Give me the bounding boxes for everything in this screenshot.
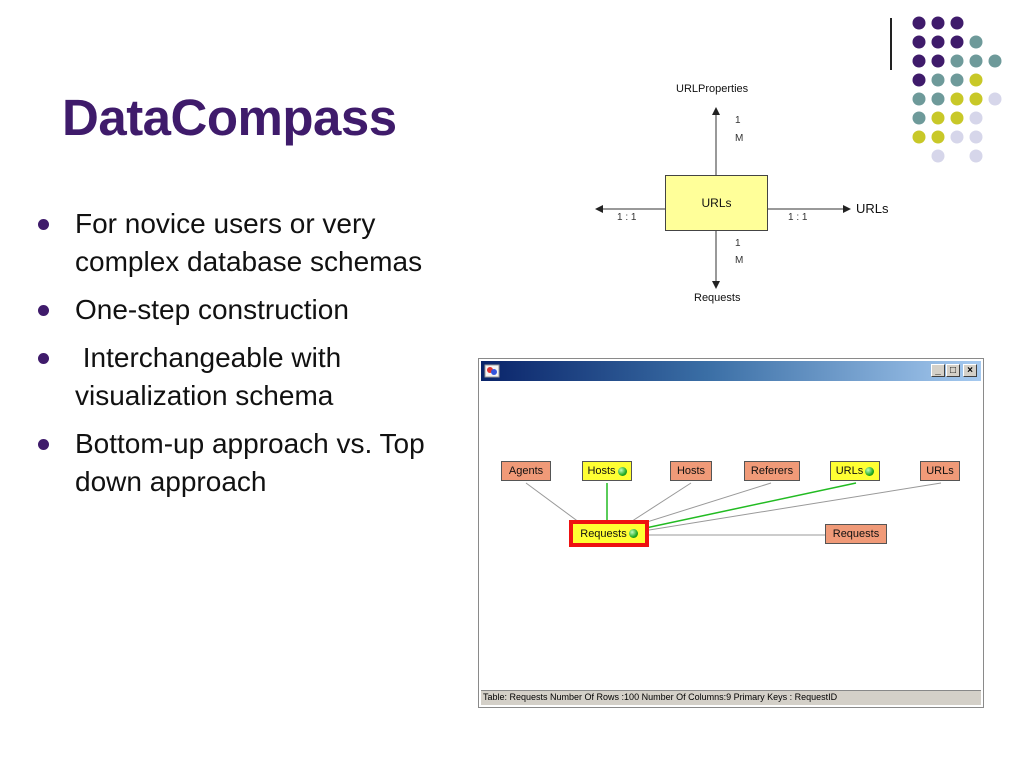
dot <box>969 130 983 144</box>
dot <box>969 35 983 49</box>
er-top-card-1: 1 <box>735 115 741 126</box>
dot <box>950 54 964 68</box>
dot <box>931 73 945 87</box>
er-diagram: URLProperties 1 M URLs 1 : 1 1 : 1 URLs … <box>572 70 912 320</box>
dot <box>969 73 983 87</box>
dot <box>969 111 983 125</box>
dot <box>950 16 964 30</box>
edge <box>640 482 857 530</box>
dot <box>912 111 926 125</box>
dot <box>912 73 926 87</box>
bullet-dot-icon <box>38 353 49 364</box>
schema-edges <box>525 482 942 536</box>
bullet-item: For novice users or very complex databas… <box>38 205 458 281</box>
dot <box>931 111 945 125</box>
active-indicator-icon <box>617 466 627 476</box>
er-bottom-entity: Requests <box>694 292 741 304</box>
active-indicator-icon <box>628 529 638 538</box>
er-diagram-arrows <box>595 107 851 289</box>
dot <box>969 54 983 68</box>
node-requests-selected[interactable]: Requests <box>569 520 649 547</box>
edge <box>642 482 942 532</box>
dot <box>931 149 945 163</box>
window-titlebar[interactable]: _ □ × <box>481 361 981 381</box>
datacompass-window: _ □ × Agents Hosts Hosts Referers <box>478 358 984 708</box>
node-urls[interactable]: URLs <box>920 461 960 481</box>
dot <box>931 92 945 106</box>
bullet-dot-icon <box>38 219 49 230</box>
bullet-item: One-step construction <box>38 291 458 329</box>
edge <box>630 482 772 528</box>
window-controls: _ □ × <box>931 364 977 377</box>
dot <box>988 92 1002 106</box>
er-right-entity: URLs <box>856 201 889 216</box>
er-top-card-2: M <box>735 133 744 144</box>
dot <box>950 35 964 49</box>
er-bottom-card-2: M <box>735 255 744 266</box>
dot <box>931 35 945 49</box>
slide-title: DataCompass <box>62 89 397 146</box>
schema-canvas[interactable]: Agents Hosts Hosts Referers URLs URLs Re… <box>481 383 981 689</box>
close-button[interactable]: × <box>963 364 977 377</box>
dot <box>950 111 964 125</box>
dot <box>969 92 983 106</box>
dot <box>950 130 964 144</box>
er-center-entity: URLs <box>665 175 768 231</box>
minimize-button[interactable]: _ <box>931 364 945 377</box>
node-hosts-active[interactable]: Hosts <box>582 461 632 481</box>
dot <box>931 16 945 30</box>
bullet-item: Bottom-up approach vs. Top down approach <box>38 425 458 501</box>
status-bar: Table: Requests Number Of Rows :100 Numb… <box>481 690 981 705</box>
node-referers[interactable]: Referers <box>744 461 800 481</box>
dot <box>931 130 945 144</box>
dot <box>912 54 926 68</box>
dot <box>988 54 1002 68</box>
dot <box>912 130 926 144</box>
dot <box>950 92 964 106</box>
er-bottom-card-1: 1 <box>735 238 741 249</box>
maximize-button[interactable]: □ <box>946 364 960 377</box>
er-right-card: 1 : 1 <box>788 212 808 223</box>
edge <box>625 482 692 526</box>
node-requests[interactable]: Requests <box>825 524 887 544</box>
er-top-entity: URLProperties <box>676 83 749 95</box>
active-indicator-icon <box>865 466 875 476</box>
bullet-list: For novice users or very complex databas… <box>38 205 458 511</box>
node-hosts[interactable]: Hosts <box>670 461 712 481</box>
node-urls-active[interactable]: URLs <box>830 461 880 481</box>
dot <box>912 35 926 49</box>
dot <box>912 16 926 30</box>
app-icon <box>484 364 500 378</box>
title-divider-line <box>890 18 892 70</box>
bullet-dot-icon <box>38 439 49 450</box>
dot <box>931 54 945 68</box>
bullet-item: Interchangeable with visualization schem… <box>38 339 458 415</box>
node-agents[interactable]: Agents <box>501 461 551 481</box>
er-left-card: 1 : 1 <box>617 212 637 223</box>
dot <box>912 92 926 106</box>
dot <box>950 73 964 87</box>
bullet-dot-icon <box>38 305 49 316</box>
dot <box>969 149 983 163</box>
